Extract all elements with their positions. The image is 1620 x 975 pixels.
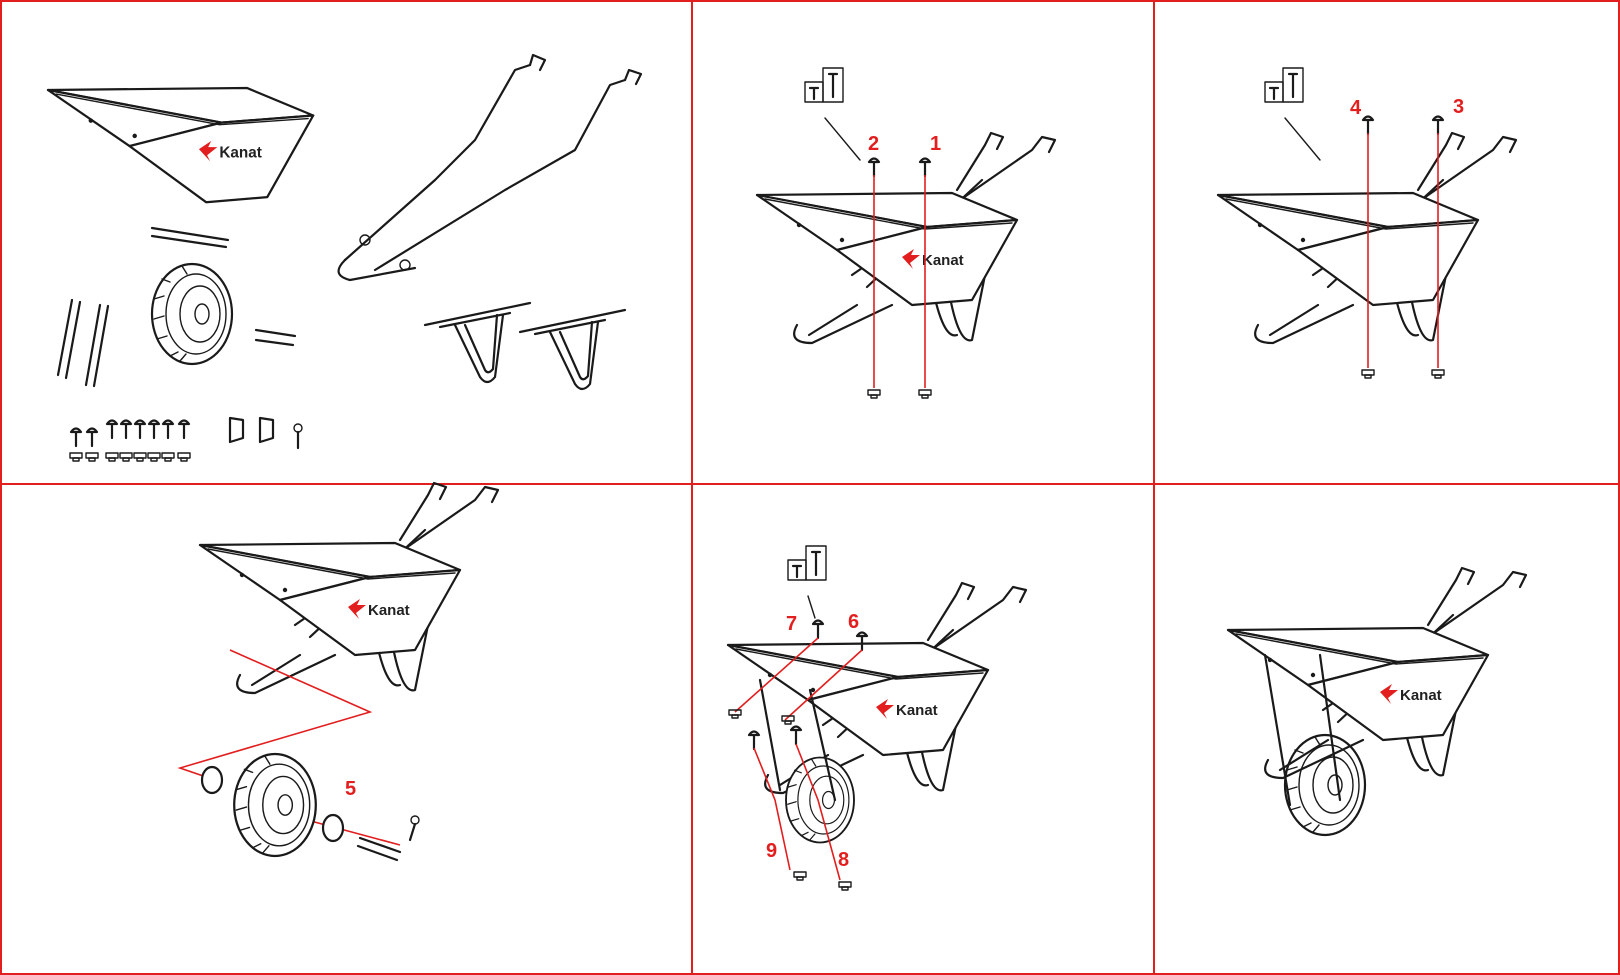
leg-stand-part-2: [518, 308, 627, 391]
handle-frame-part: [337, 53, 643, 282]
wheelbarrow-step-6-9: Kanat: [728, 583, 1026, 793]
callout-1: 1: [930, 133, 941, 155]
tool-icon: [786, 544, 828, 582]
callout-8: 8: [838, 849, 849, 871]
axle-pin: [356, 836, 402, 862]
assembled-brace-bars: [1263, 653, 1342, 807]
panel-parts: Kanat: [46, 53, 643, 462]
callout-5: 5: [345, 778, 356, 800]
brand-label: Kanat: [368, 602, 410, 619]
assembled-wheel: [1283, 733, 1367, 837]
panel-step-1-2: Kanat 2 1: [757, 66, 1055, 399]
brand-label: Kanat: [922, 252, 964, 269]
spacer-left: [200, 765, 224, 795]
wheelbarrow-step-3-4: [1218, 133, 1516, 343]
tool-pointer: [824, 117, 861, 161]
wheelbarrow-step-1-2: Kanat: [757, 133, 1055, 343]
callout-2: 2: [868, 133, 879, 155]
panel-step-6-9: Kanat 7 6 8 9: [728, 544, 1026, 891]
callout-4: 4: [1350, 97, 1362, 119]
brace-bars: [758, 678, 837, 802]
tool-pointer: [1284, 117, 1321, 161]
panel-step-3-4: 4 3: [1218, 66, 1516, 379]
panel-assembled: Kanat: [1228, 568, 1526, 837]
callout-6: 6: [848, 611, 859, 633]
callout-3: 3: [1453, 96, 1464, 118]
axle-rod-part: [150, 226, 230, 249]
wheel: [233, 752, 317, 858]
brand-label: Kanat: [896, 702, 938, 719]
brand-label: Kanat: [1400, 687, 1442, 704]
wheelbarrow-step-5: Kanat: [200, 483, 498, 693]
wheel-part: [150, 262, 234, 366]
spacer-caps-part: [228, 416, 303, 450]
tool-pointer: [807, 595, 816, 619]
leg-stand-part-1: [423, 301, 532, 384]
bolts-and-nuts-part: [69, 419, 191, 462]
assembly-guide-line: [177, 649, 373, 781]
tool-icon: [1263, 66, 1305, 104]
callout-9: 9: [766, 840, 777, 862]
brand-label: Kanat: [219, 144, 261, 161]
spacer-part: [254, 328, 297, 347]
mounted-wheel: [785, 756, 855, 844]
spacer-right: [321, 813, 345, 843]
callout-7: 7: [786, 613, 797, 635]
tray-part: Kanat: [46, 86, 315, 204]
brace-bars-part: [56, 298, 110, 388]
wheelbarrow-assembled: Kanat: [1228, 568, 1526, 778]
panel-step-5: Kanat 5: [177, 483, 498, 862]
tool-icon: [803, 66, 845, 104]
